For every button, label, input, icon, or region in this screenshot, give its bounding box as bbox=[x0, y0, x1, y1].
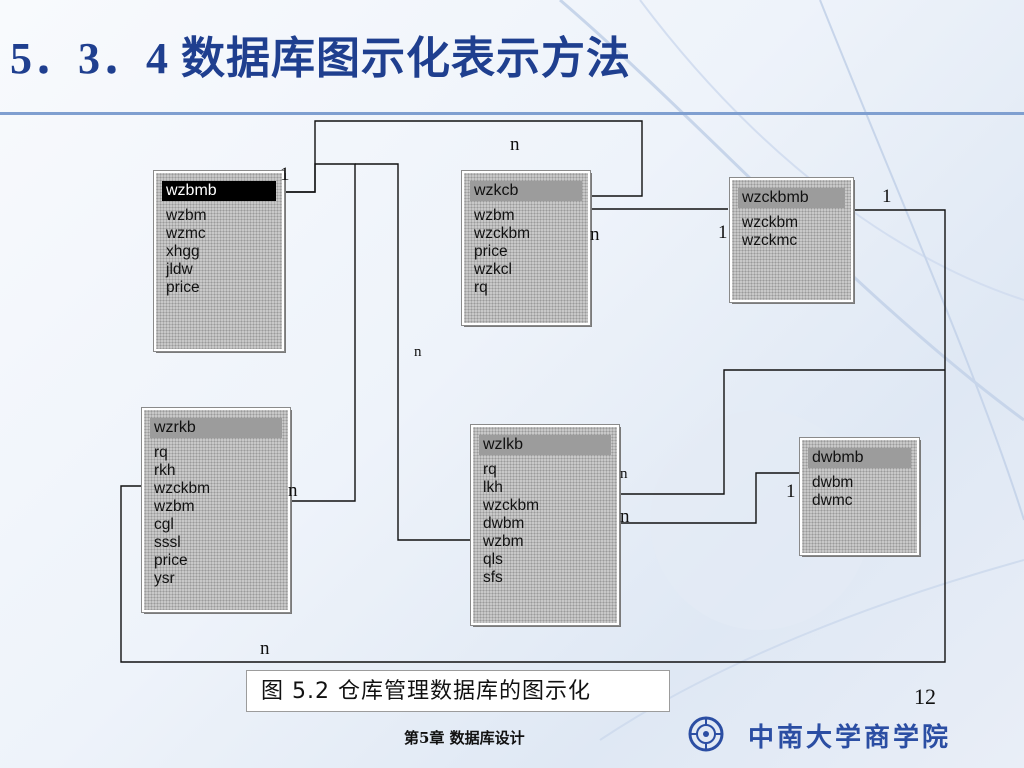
table-dwbmb[interactable]: dwbmb dwbm dwmc bbox=[799, 437, 920, 556]
line-wzbmb-wzrkb bbox=[282, 163, 356, 502]
line-wzckbmb-wzlkb bbox=[617, 369, 945, 495]
cardinality-label: n bbox=[620, 506, 630, 527]
cardinality-label: 1 bbox=[280, 164, 290, 185]
cardinality-label: n bbox=[288, 480, 298, 501]
table-field: rkh bbox=[154, 462, 176, 479]
table-field: sfs bbox=[483, 569, 503, 586]
table-field: wzckbm bbox=[483, 497, 539, 514]
table-field: wzckbm bbox=[154, 480, 210, 497]
slide-title: 5．3．4 数据库图示化表示方法 bbox=[10, 34, 631, 83]
table-header: dwbmb bbox=[808, 448, 911, 468]
cardinality-label: n bbox=[260, 638, 270, 659]
table-field: cgl bbox=[154, 516, 174, 533]
table-field: lkh bbox=[483, 479, 503, 496]
title-divider bbox=[0, 112, 1024, 115]
cardinality-label: 1 bbox=[718, 222, 728, 243]
table-field: price bbox=[166, 279, 200, 296]
table-field: rq bbox=[154, 444, 168, 461]
table-wzrkb[interactable]: wzrkb rq rkh wzckbm wzbm cgl sssl price … bbox=[141, 407, 291, 613]
cardinality-label: n bbox=[590, 224, 600, 245]
table-wzbmb[interactable]: wzbmb wzbm wzmc xhgg jldw price bbox=[153, 170, 285, 352]
table-field: wzckmc bbox=[742, 232, 798, 249]
table-header: wzbmb bbox=[162, 181, 276, 201]
cardinality-label: n bbox=[620, 466, 628, 482]
line-wzbmb-wzlkb bbox=[355, 163, 477, 541]
cardinality-label: 1 bbox=[786, 481, 796, 502]
line-wzckbmb-right bbox=[120, 209, 946, 663]
school-logo-icon bbox=[688, 716, 724, 752]
table-header: wzrkb bbox=[150, 418, 282, 438]
table-field: qls bbox=[483, 551, 503, 568]
table-field: price bbox=[474, 243, 508, 260]
cardinality-label: n bbox=[510, 134, 520, 155]
table-field: xhgg bbox=[166, 243, 200, 260]
table-field: rq bbox=[483, 461, 497, 478]
chapter-footer: 第5章 数据库设计 bbox=[404, 729, 525, 747]
table-field: dwbm bbox=[812, 474, 854, 491]
cardinality-label: 1 bbox=[882, 186, 892, 207]
table-field: wzkcl bbox=[474, 261, 512, 278]
table-field: wzmc bbox=[166, 225, 206, 242]
table-field: rq bbox=[474, 279, 488, 296]
table-field: wzckbm bbox=[742, 214, 798, 231]
table-wzckbmb[interactable]: wzckbmb wzckbm wzckmc bbox=[729, 177, 854, 303]
table-wzlkb[interactable]: wzlkb rq lkh wzckbm dwbm wzbm qls sfs bbox=[470, 424, 620, 626]
table-field: ysr bbox=[154, 570, 175, 587]
table-field: dwmc bbox=[812, 492, 853, 509]
table-field: wzbm bbox=[483, 533, 524, 550]
table-field: sssl bbox=[154, 534, 181, 551]
table-header: wzkcb bbox=[470, 181, 582, 201]
table-header: wzckbmb bbox=[738, 188, 845, 208]
table-field: wzckbm bbox=[474, 225, 530, 242]
figure-caption: 图 5.2 仓库管理数据库的图示化 bbox=[246, 670, 670, 712]
cardinality-label: n bbox=[414, 344, 422, 360]
table-wzkcb[interactable]: wzkcb wzbm wzckbm price wzkcl rq bbox=[461, 170, 591, 326]
line-wzlkb-dwbmb bbox=[617, 472, 800, 524]
table-field: wzbm bbox=[166, 207, 207, 224]
table-field: jldw bbox=[166, 261, 193, 278]
table-field: wzbm bbox=[474, 207, 515, 224]
school-name: 中南大学商学院 bbox=[748, 723, 952, 753]
table-header: wzlkb bbox=[479, 435, 611, 455]
table-field: wzbm bbox=[154, 498, 195, 515]
table-field: dwbm bbox=[483, 515, 525, 532]
page-number: 12 bbox=[914, 684, 936, 709]
table-field: price bbox=[154, 552, 188, 569]
